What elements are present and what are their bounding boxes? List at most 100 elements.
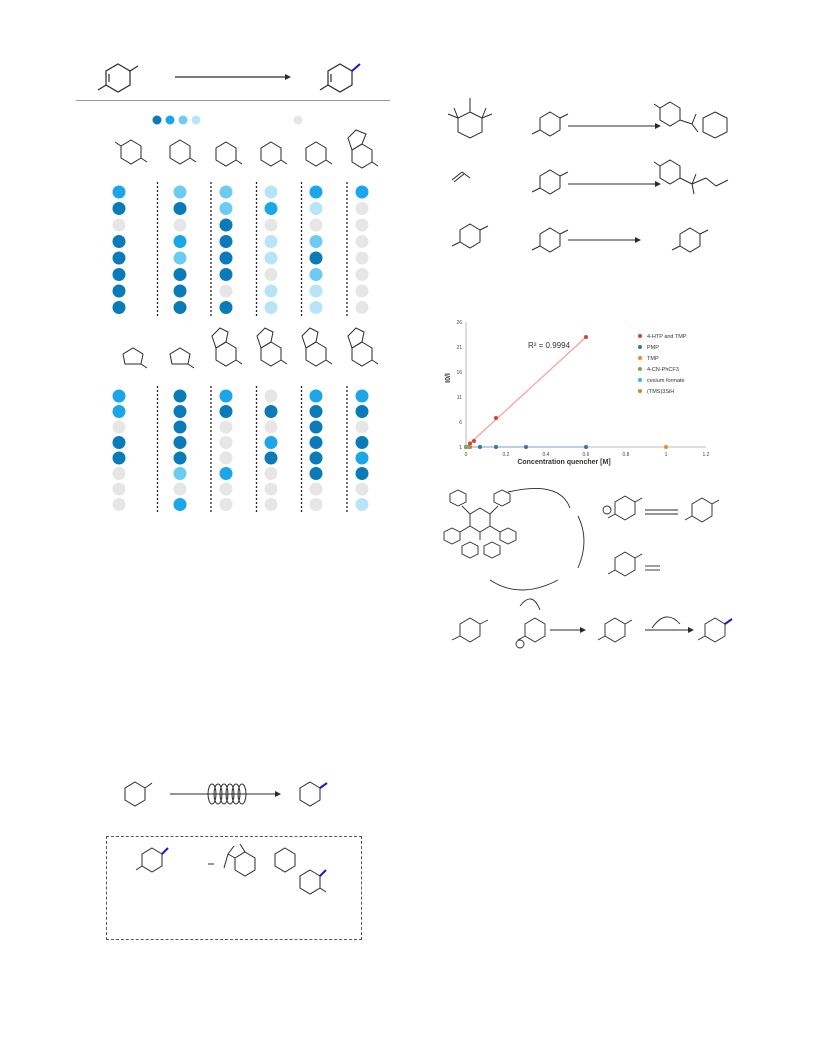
panel-b-cell bbox=[355, 420, 369, 434]
y-tick-label: 6 bbox=[459, 420, 462, 426]
panel-a-cell bbox=[264, 301, 278, 314]
panel-a-cell bbox=[173, 268, 187, 281]
panel-b-cell bbox=[309, 436, 323, 449]
panel-a-cell bbox=[264, 284, 278, 298]
data-point bbox=[494, 416, 498, 420]
panel-a-cell bbox=[219, 268, 233, 281]
panel-b-cell bbox=[112, 482, 126, 496]
panel-b-cell bbox=[309, 451, 323, 465]
x-tick-label: 0.4 bbox=[543, 452, 550, 458]
panel-b-cell bbox=[173, 451, 187, 465]
flow-reaction-scheme bbox=[124, 781, 328, 807]
panel-b-cell bbox=[309, 467, 323, 480]
panel-a-cell bbox=[355, 268, 369, 281]
panel-a-cell bbox=[309, 218, 323, 232]
panel-b-substrates bbox=[122, 327, 379, 369]
panel-a-cell bbox=[112, 235, 126, 248]
panel-b-cell bbox=[112, 420, 126, 434]
panel-a-cell bbox=[355, 251, 369, 265]
legend-marker bbox=[638, 356, 642, 360]
panel-b-cell bbox=[264, 436, 278, 449]
panel-a-cell bbox=[309, 202, 323, 215]
panel-a-cell bbox=[112, 185, 126, 199]
legend-dot-dark bbox=[152, 115, 162, 125]
y-tick-label: 16 bbox=[456, 370, 462, 376]
panel-b-cell bbox=[173, 467, 187, 480]
data-point bbox=[494, 445, 498, 449]
legend-marker bbox=[638, 334, 642, 338]
substrate-b6 bbox=[347, 327, 379, 367]
panel-b-cell bbox=[355, 389, 369, 403]
mechanism-product bbox=[704, 617, 726, 643]
arene-3b bbox=[539, 227, 561, 253]
panel-a-cell bbox=[309, 284, 323, 298]
panel-b-cell bbox=[173, 389, 187, 403]
panel-b-cell bbox=[112, 451, 126, 465]
chart-annotation: R² = 0.9994 bbox=[528, 341, 571, 350]
substrate-a4 bbox=[260, 141, 288, 167]
panel-a-cell bbox=[219, 235, 233, 248]
legend-marker bbox=[638, 389, 642, 393]
legend-entry: 4-CN-PhCF3 bbox=[647, 367, 679, 373]
legend-marker bbox=[638, 367, 642, 371]
panel-a-cell bbox=[112, 284, 126, 298]
aryl-radical bbox=[614, 551, 636, 577]
panel-a-cell bbox=[112, 268, 126, 281]
data-point bbox=[478, 445, 482, 449]
data-point bbox=[468, 441, 472, 446]
panel-b-cell bbox=[355, 436, 369, 449]
panel-a-cell bbox=[173, 251, 187, 265]
arene-3a bbox=[459, 223, 481, 249]
panel-b-cell bbox=[173, 420, 187, 434]
panel-a-cell bbox=[264, 251, 278, 265]
panel-b-cell bbox=[355, 467, 369, 480]
panel-b-cell bbox=[355, 482, 369, 496]
x-tick-label: 1 bbox=[665, 452, 668, 458]
panel-b-cell bbox=[219, 482, 233, 496]
arene-1 bbox=[539, 111, 561, 137]
y-tick-label: 11 bbox=[457, 395, 462, 401]
tempo-adduct bbox=[653, 101, 728, 139]
arene-2 bbox=[539, 169, 561, 195]
products-dashed-box bbox=[106, 836, 362, 940]
panel-b-cell bbox=[219, 436, 233, 449]
data-point bbox=[584, 445, 588, 449]
x-tick-label: 1.2 bbox=[703, 452, 710, 458]
product-ring bbox=[327, 63, 353, 93]
substrate-b3 bbox=[211, 327, 243, 367]
panel-b-cell bbox=[309, 498, 323, 511]
legend-dot-mid bbox=[165, 115, 175, 125]
data-point bbox=[584, 335, 588, 339]
panel-a-cell bbox=[264, 202, 278, 215]
panel-a-cell bbox=[264, 218, 278, 232]
substrate-b2 bbox=[169, 347, 195, 369]
y-tick-label: 26 bbox=[456, 320, 462, 326]
panel-a-cell bbox=[309, 301, 323, 314]
legend-dot-pale bbox=[191, 115, 201, 125]
product-1 bbox=[135, 847, 163, 873]
panel-b-cell bbox=[355, 405, 369, 418]
substrate-b5 bbox=[301, 327, 333, 367]
flow-substrate bbox=[124, 781, 146, 807]
y-tick-label: 1 bbox=[459, 445, 462, 451]
top-reaction-scheme bbox=[97, 63, 361, 93]
panel-a-cell bbox=[219, 185, 233, 199]
arene-substrate bbox=[459, 617, 481, 643]
panel-a-cell bbox=[173, 202, 187, 215]
panel-a-cell bbox=[264, 268, 278, 281]
substrate-a2 bbox=[169, 139, 197, 165]
panel-a-cell bbox=[173, 235, 187, 248]
panel-b-cell bbox=[355, 498, 369, 511]
panel-a-cell bbox=[355, 235, 369, 248]
alkene-adduct bbox=[653, 159, 729, 195]
panel-b-cell bbox=[264, 405, 278, 418]
panel-b-grid bbox=[112, 386, 369, 514]
legend-marker bbox=[638, 378, 642, 382]
panel-a-cell bbox=[309, 185, 323, 199]
legend-entry: (TMS)3SiH bbox=[647, 389, 674, 395]
products-structures bbox=[135, 843, 327, 895]
product-2 bbox=[208, 843, 327, 895]
data-point bbox=[468, 445, 472, 449]
data-point bbox=[472, 439, 476, 443]
x-tick-label: 0 bbox=[465, 452, 468, 458]
